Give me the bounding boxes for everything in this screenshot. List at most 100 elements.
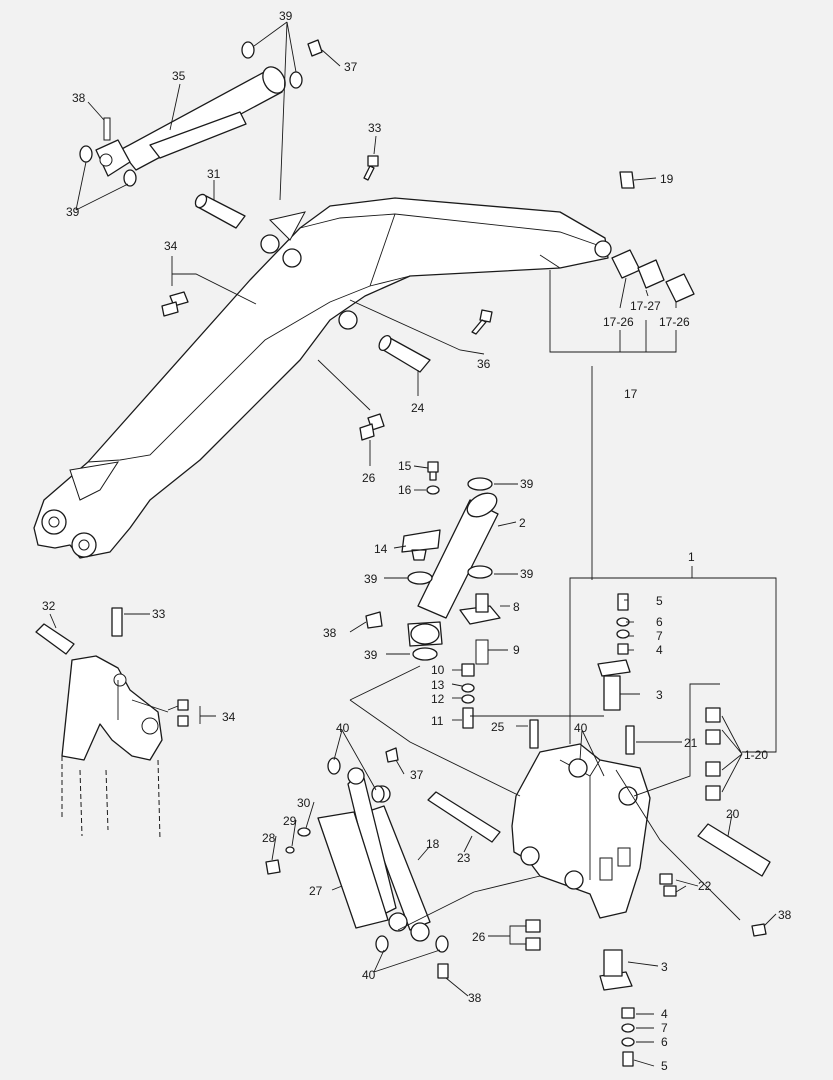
callout-24: 24 [411,401,425,415]
arm-cylinder [95,66,286,177]
washer [285,846,295,854]
callout-14: 14 [374,542,388,556]
pin [475,593,489,613]
callout-16: 16 [398,483,412,497]
callout-10: 10 [431,663,445,677]
washer [467,565,493,579]
callout-9: 9 [513,643,520,657]
callout-23: 23 [457,851,471,865]
callout-28: 28 [262,831,276,845]
callout-4: 4 [661,1007,668,1021]
bolt [529,719,539,749]
nut [659,873,673,885]
nut [663,885,677,897]
callout-39: 39 [520,477,534,491]
nut [525,937,541,951]
callout-35: 35 [172,69,186,83]
callout-3: 3 [661,960,668,974]
callout-26: 26 [362,471,376,485]
bolt [471,309,493,335]
callout-17-26: 17-26 [603,315,634,329]
callout-labels: 39 37 35 38 39 33 31 19 34 17-27 17-26 1… [42,9,792,1073]
sleeve [621,1007,635,1019]
bolt [427,461,439,481]
callout-20: 20 [726,807,740,821]
callout-19: 19 [660,172,674,186]
washer [435,935,449,953]
callout-27: 27 [309,884,323,898]
washer [123,169,137,187]
washer [461,694,475,704]
washer [407,571,433,585]
callout-7: 7 [656,629,663,643]
callout-3: 3 [656,688,663,702]
callout-34: 34 [222,710,236,724]
washer [621,1023,635,1033]
nut [525,919,541,933]
washer [289,71,303,89]
grease-fitting [751,923,767,937]
callout-13: 13 [431,678,445,692]
bushing [665,273,695,303]
nut [359,423,375,441]
bushing [705,707,721,723]
callout-37: 37 [344,60,358,74]
callout-25: 25 [491,720,505,734]
washer [426,485,440,495]
ghost-bracket [35,607,189,841]
washer [371,785,385,803]
washer [327,757,341,775]
sleeve [461,663,475,677]
pin-end [194,193,208,209]
callout-6: 6 [656,615,663,629]
callout-1: 1 [688,550,695,564]
bolt [622,1051,634,1067]
callout-33: 33 [152,607,166,621]
callout-39: 39 [520,567,534,581]
callout-39: 39 [66,205,80,219]
callout-6: 6 [661,1035,668,1049]
callout-39: 39 [364,648,378,662]
bushing [611,249,641,279]
grease-fitting [365,611,383,629]
pin [603,949,623,977]
bushing [637,259,665,289]
pin-plate [401,529,441,561]
callout-18: 18 [426,837,440,851]
callout-40: 40 [362,968,376,982]
washer [241,41,255,59]
callout-38: 38 [323,626,337,640]
grease-fitting [619,171,635,189]
grease-fitting [307,39,323,57]
swing-cylinder [407,492,499,647]
bushing [705,785,721,801]
grease-fitting [437,963,449,979]
nut [161,301,179,317]
callout-22: 22 [698,879,712,893]
washer [621,1037,635,1047]
callout-26: 26 [472,930,486,944]
callout-38: 38 [778,908,792,922]
callout-29: 29 [283,814,297,828]
callout-21: 21 [684,736,698,750]
grease-fitting [385,747,399,763]
callout-7: 7 [661,1021,668,1035]
pin-end [378,334,392,352]
callout-5: 5 [661,1059,668,1073]
callout-38: 38 [72,91,86,105]
callout-12: 12 [431,692,445,706]
washer [412,647,438,661]
washer [467,477,493,491]
callout-2: 2 [519,516,526,530]
callout-39: 39 [279,9,293,23]
bushing [705,729,721,745]
pin [427,791,501,843]
callout-33: 33 [368,121,382,135]
callout-32: 32 [42,599,56,613]
washer [461,683,475,693]
pin [603,675,621,711]
bolt [617,593,629,611]
callout-11: 11 [431,714,444,728]
